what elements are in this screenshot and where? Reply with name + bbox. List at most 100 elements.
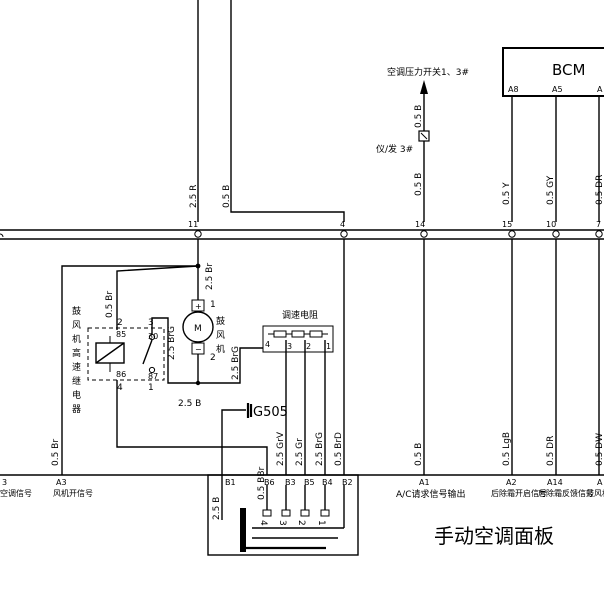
relay-pin-86: 86 xyxy=(116,370,126,379)
panel-pin-b5: B5 xyxy=(304,478,315,487)
panel-pin-a14: A14 xyxy=(547,478,563,487)
resistor-element-2-icon xyxy=(291,330,305,338)
ground-label: G505 xyxy=(253,405,288,420)
middle-area: 2.5 Br 0.5 Br 0.5 Br 2 85 86 4 3 30 87 1… xyxy=(51,239,604,475)
motor-icon xyxy=(182,311,214,343)
switch-terminal-1: 1 xyxy=(316,520,326,526)
motor-symbol: M xyxy=(194,324,202,334)
resistor-pin-4: 4 xyxy=(265,340,270,349)
switch-terminal-2: 2 xyxy=(296,520,306,526)
wire-label-b-ground: 2.5 B xyxy=(178,399,201,409)
wire-label-brg-panel: 2.5 BrG xyxy=(315,432,325,466)
wire-label-pressure-b: 0.5 B xyxy=(414,105,424,128)
bcm-pin-a5: A5 xyxy=(552,85,563,94)
splice-terminal-11 xyxy=(194,230,202,238)
panel-inner-box xyxy=(207,474,359,556)
switch-contact-3-icon xyxy=(281,509,291,517)
wire-label-a-right: 0.5 DR xyxy=(595,175,604,205)
resistor-element-1-icon xyxy=(273,330,287,338)
switch-knob-icon xyxy=(240,508,246,552)
motor-plus-box xyxy=(191,299,205,312)
motor-pin-2: 2 xyxy=(210,353,216,363)
relay-name-3: 高 xyxy=(72,347,81,359)
switch-terminal-3: 3 xyxy=(277,520,287,526)
relay-contact-87-icon xyxy=(148,366,156,374)
arrow-up-icon xyxy=(420,80,428,94)
relay-pin-85: 85 xyxy=(116,330,126,339)
wire-label-top-b: 0.5 B xyxy=(222,185,232,208)
panel-title: 手动空调面板 xyxy=(434,524,554,548)
resistor-pin-2: 2 xyxy=(306,342,311,351)
motor-plus: + xyxy=(195,302,202,311)
splice-pin-11: 11 xyxy=(188,220,198,229)
resistor-element-3-icon xyxy=(309,330,323,338)
relay-pin-1: 1 xyxy=(148,383,154,393)
switch-contact-1-icon xyxy=(320,509,330,517)
relay-name-7: 器 xyxy=(72,404,81,415)
panel-desc-a1: A/C请求信号输出 xyxy=(396,488,465,500)
pressure-switch-label: 空调压力开关1、3# xyxy=(387,66,469,78)
relay-pin-30: 30 xyxy=(148,332,158,341)
panel-desc-a3: 风机开信号 xyxy=(53,488,93,498)
wire-label-br-left: 0.5 Br xyxy=(51,439,61,466)
splice-terminal-4 xyxy=(340,230,348,238)
wire-4-top xyxy=(230,0,345,222)
wire-label-brg-res: 2.5 BrG xyxy=(231,346,241,380)
wire-label-br-relay: 0.5 Br xyxy=(105,291,115,318)
panel-pin-b4: B4 xyxy=(322,478,333,487)
resistor-pin-1: 1 xyxy=(326,342,331,351)
motor-minus: − xyxy=(195,345,202,354)
wire-label-a5: 0.5 GY xyxy=(546,175,556,205)
wire-label-b-a1: 0.5 B xyxy=(414,443,424,466)
splice-pin-4: 4 xyxy=(340,220,345,229)
resistor-name: 调速电阻 xyxy=(282,309,318,321)
splice-pin-14: 14 xyxy=(415,220,425,229)
wire-label-bbr: 0.5 BBr xyxy=(257,466,267,500)
splice-terminal-10 xyxy=(552,230,560,238)
bcm-label: BCM xyxy=(552,61,585,79)
panel-desc-a2: 后除霜开启信号 xyxy=(491,488,547,498)
connector-bus xyxy=(0,229,604,240)
relay-name-6: 电 xyxy=(72,389,81,401)
relay-name-5: 继 xyxy=(72,375,81,387)
relay-pin-4: 4 xyxy=(117,383,123,393)
wire-label-gr: 2.5 Gr xyxy=(295,438,305,466)
relay-box xyxy=(87,327,165,381)
wire-label-grv: 2.5 GrV xyxy=(276,431,286,466)
resistor-pin-3: 3 xyxy=(287,342,292,351)
wire-label-br-main: 2.5 Br xyxy=(205,263,215,290)
panel-pin-b6: B6 xyxy=(264,478,275,487)
dash-connector-label: 仪/发 3# xyxy=(376,143,413,155)
splice-pin-15: 15 xyxy=(502,220,512,229)
panel-pin-a3: A3 xyxy=(56,478,67,487)
relay-switch-icon xyxy=(142,339,153,365)
panel-pin-b2: B2 xyxy=(342,478,353,487)
motor-pin-1: 1 xyxy=(210,300,216,310)
wire-label-brd: 0.5 BrD xyxy=(334,432,344,466)
relay-contact-30-icon xyxy=(148,333,156,341)
wire-label-dw: 0.5 DW xyxy=(595,433,604,466)
panel-desc-left-edge: 空调信号 xyxy=(0,488,32,498)
panel-pin-a-right: A xyxy=(597,478,603,487)
relay-name-0: 鼓 xyxy=(72,305,81,317)
splice-terminal-14 xyxy=(420,230,428,238)
panel-pin-a2: A2 xyxy=(506,478,517,487)
relay-pin-2: 2 xyxy=(117,318,123,328)
panel-pin-b1: B1 xyxy=(225,478,236,487)
motor-name-2: 机 xyxy=(216,343,225,355)
motor-name-1: 风 xyxy=(216,330,225,341)
switch-terminal-4: 4 xyxy=(258,520,268,526)
motor-name-0: 鼓 xyxy=(216,315,225,327)
splice-pin-10: 10 xyxy=(546,220,556,229)
switch-contact-4-icon xyxy=(262,509,272,517)
resistor-box xyxy=(262,325,334,353)
panel-desc-a14: 后除霜反馈信号 xyxy=(538,488,594,498)
splice-terminal-15 xyxy=(508,230,516,238)
bcm-pin-a8: A8 xyxy=(508,85,519,94)
ac-panel: 3 A3 B1 B6 B3 B5 B4 B2 A1 A2 A14 A 空调信号 … xyxy=(0,466,604,556)
panel-pin-b3: B3 xyxy=(285,478,296,487)
wire-label-dr-a14: 0.5 DR xyxy=(546,436,556,466)
splice-pin-7: 7 xyxy=(596,220,601,229)
panel-pin-a1: A1 xyxy=(419,478,430,487)
